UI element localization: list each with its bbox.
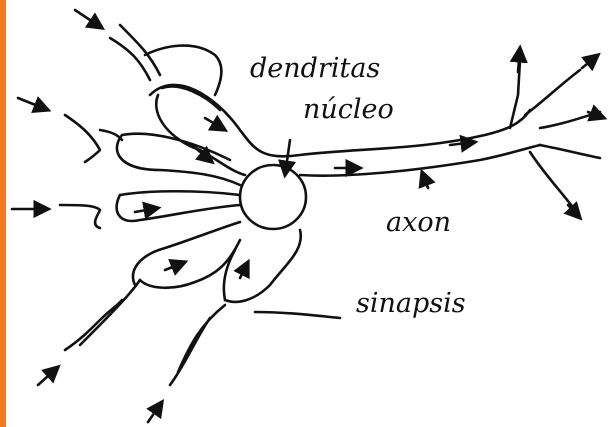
- flow-arrow-4: [165, 262, 185, 270]
- dendrite-distal-bottom: [65, 300, 122, 350]
- dendrite-left-2: [117, 191, 240, 221]
- input-arrow-bottom: [148, 402, 162, 422]
- synapse-pointer: [255, 312, 340, 318]
- dendrite-lower-left: [80, 222, 240, 345]
- flow-arrow-1: [205, 118, 225, 130]
- input-arrow-bottom-left: [38, 367, 58, 385]
- axon-terminal-branches: [510, 60, 600, 210]
- label-nucleo: núcleo: [303, 96, 394, 123]
- output-arrow-upper-right: [582, 55, 598, 68]
- nucleus-circle: [240, 165, 306, 229]
- dendrite-distal-mid-left: [60, 205, 100, 228]
- dendrite-lower: [170, 250, 235, 385]
- dendrite-upper-left: [156, 87, 245, 175]
- flow-arrow-5: [240, 262, 248, 278]
- flow-arrow-3: [135, 208, 158, 212]
- dendrite-distal-left: [65, 115, 122, 162]
- input-arrow-left-upper: [18, 98, 48, 110]
- input-arrow-top: [75, 10, 102, 28]
- label-dendritas: dendritas: [250, 55, 380, 82]
- label-sinapsis: sinapsis: [356, 290, 466, 317]
- dendrite-left-1: [117, 134, 240, 185]
- axon-pointer: [422, 172, 428, 188]
- label-axon: axon: [386, 209, 451, 236]
- flow-arrow-7: [450, 142, 475, 145]
